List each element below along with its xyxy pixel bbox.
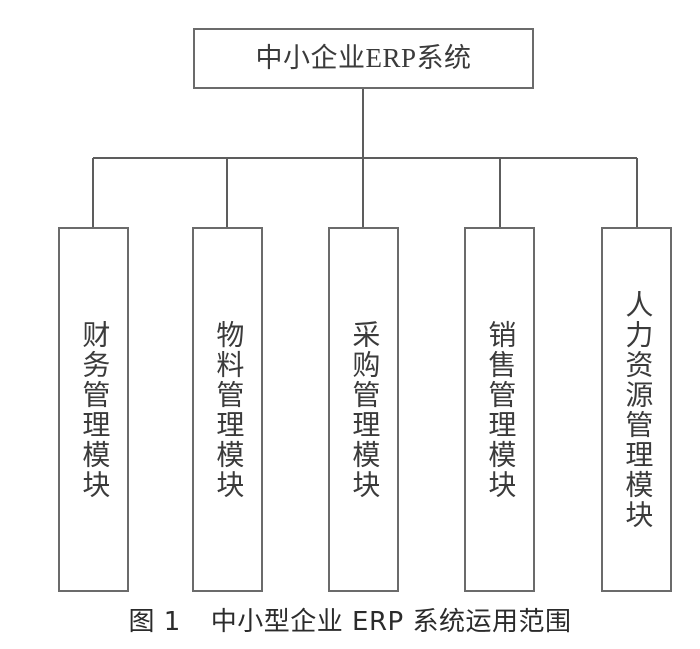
figure-caption-text: 中小型企业 ERP 系统运用范围 [210, 607, 572, 637]
node-hr-management-module[interactable]: 人力资源管理模块 [601, 227, 672, 592]
node-root-erp-system[interactable]: 中小企业ERP系统 [193, 28, 534, 89]
figure-caption-label: 图 1 [128, 607, 181, 637]
figure-caption: 图 1 中小型企业 ERP 系统运用范围 [0, 601, 700, 638]
node-sales-management-module-label: 销售管理模块 [484, 319, 516, 500]
node-sales-management-module[interactable]: 销售管理模块 [464, 227, 535, 592]
node-material-management-module-label: 物料管理模块 [212, 319, 244, 500]
node-procurement-management-module[interactable]: 采购管理模块 [328, 227, 399, 592]
node-finance-management-module-label: 财务管理模块 [78, 319, 110, 500]
node-material-management-module[interactable]: 物料管理模块 [192, 227, 263, 592]
node-hr-management-module-label: 人力资源管理模块 [621, 289, 653, 530]
node-finance-management-module[interactable]: 财务管理模块 [58, 227, 129, 592]
node-procurement-management-module-label: 采购管理模块 [348, 319, 380, 500]
node-root-label: 中小企业ERP系统 [255, 43, 472, 73]
